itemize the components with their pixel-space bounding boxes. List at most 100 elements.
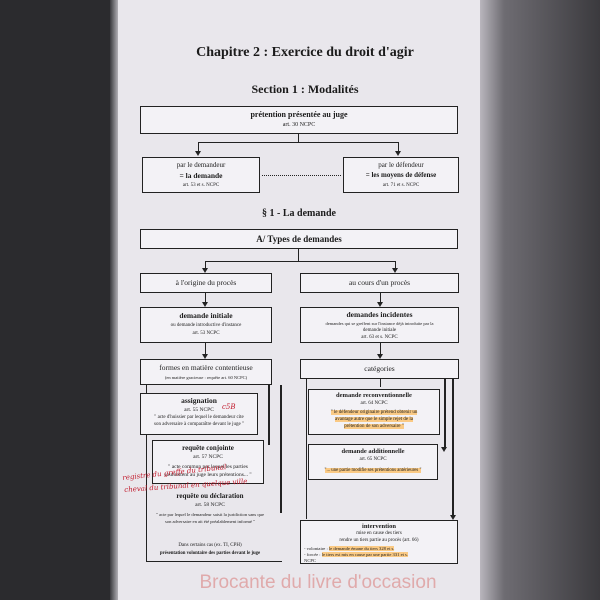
connector bbox=[380, 343, 381, 355]
arrow-icon bbox=[202, 268, 208, 273]
box-reconventionnelle: demande reconventionnelle art. 64 NCPC "… bbox=[308, 389, 440, 435]
assignation-desc1: " acte d'huissier par lequel le demandeu… bbox=[154, 415, 244, 420]
dotted-link bbox=[262, 175, 341, 176]
box-types-demandes: A/ Types de demandes bbox=[140, 229, 458, 249]
reconv-desc3: prétention de son adversaire " bbox=[309, 424, 439, 429]
incidentes-title: demandes incidentes bbox=[346, 310, 413, 319]
additionnelle-title: demande additionnelle bbox=[341, 448, 405, 455]
types-demandes-title: A/ Types de demandes bbox=[256, 234, 342, 244]
box-presentation-volontaire: Dans certains cas (ex. TI, CPH) présenta… bbox=[140, 541, 280, 563]
arrow-icon bbox=[377, 354, 383, 359]
margin-note: c5B bbox=[222, 403, 236, 411]
connector bbox=[452, 379, 454, 517]
defendeur-line2: = les moyens de défense bbox=[365, 171, 437, 179]
demandeur-ref: art. 53 et s. NCPC bbox=[182, 183, 220, 188]
forcee-label: - forcée : bbox=[304, 552, 321, 557]
incidentes-desc2: demande initiale bbox=[362, 328, 397, 333]
connector bbox=[198, 142, 199, 152]
defendeur-ref: art. 71 et s. NCPC bbox=[382, 183, 420, 188]
connector bbox=[380, 379, 381, 387]
box-additionnelle: demande additionnelle art. 65 NCPC "... … bbox=[308, 444, 438, 480]
connector bbox=[205, 293, 206, 303]
box-defendeur: par le défendeur = les moyens de défense… bbox=[343, 157, 459, 193]
book-page bbox=[118, 0, 480, 600]
initiale-desc: ou demande introductive d'instance bbox=[170, 323, 242, 328]
connector bbox=[395, 261, 396, 269]
requete-desc2: soumettent au juge leurs prétentions... … bbox=[164, 472, 252, 478]
initiale-ref: art. 53 NCPC bbox=[192, 331, 220, 336]
paragraph-title: § 1 - La demande bbox=[262, 208, 336, 219]
reconv-desc3-highlight: prétention de son adversaire " bbox=[344, 424, 404, 429]
box-categories: catégories bbox=[300, 359, 459, 379]
initiale-title: demande initiale bbox=[179, 311, 233, 320]
declaration-ref: art. 58 NCPC bbox=[195, 502, 225, 508]
arrow-icon bbox=[441, 447, 447, 452]
watermark: Brocante du livre d'occasion bbox=[199, 572, 437, 593]
connector bbox=[380, 293, 381, 303]
connector bbox=[306, 379, 307, 519]
reconv-ref: art. 64 NCPC bbox=[360, 401, 388, 406]
box-initiale: demande initiale ou demande introductive… bbox=[140, 307, 272, 343]
declaration-title: requête ou déclaration bbox=[176, 492, 244, 500]
section-title: Section 1 : Modalités bbox=[251, 82, 359, 96]
arrow-icon bbox=[450, 515, 456, 520]
presentation-line1: Dans certains cas (ex. TI, CPH) bbox=[178, 543, 242, 548]
incidentes-desc1: demandes qui se greffent sur l'instance … bbox=[325, 321, 434, 326]
pretention-title: prétention présentée au juge bbox=[250, 110, 348, 119]
additionnelle-desc: "... une partie modifie ses prétentions … bbox=[309, 468, 437, 473]
reconv-desc2-highlight: avantage autre que le simple rejet de la bbox=[335, 417, 413, 422]
reconv-desc1-highlight: " le défendeur originaire prétend obteni… bbox=[330, 410, 418, 415]
requete-ref: art. 57 NCPC bbox=[193, 454, 223, 460]
arrow-icon bbox=[202, 302, 208, 307]
box-declaration: requête ou déclaration art. 58 NCPC " ac… bbox=[140, 490, 280, 538]
intervention-desc2: rendre un tiers partie au procès (art. 6… bbox=[339, 538, 419, 543]
formes-desc: (en matière gracieuse : requête art. 60 … bbox=[164, 375, 248, 380]
defendeur-line1: par le défendeur bbox=[378, 161, 424, 169]
cours-label: au cours d'un procès bbox=[348, 278, 411, 287]
volontaire-label: - volontaire : bbox=[304, 546, 328, 551]
declaration-desc1: " acte par lequel le demandeur saisit la… bbox=[155, 512, 264, 517]
connector bbox=[205, 343, 206, 355]
connector bbox=[146, 385, 147, 561]
requete-desc1: " acte commun par lequel les parties bbox=[168, 464, 248, 470]
book-spine bbox=[110, 0, 120, 600]
assignation-desc2: son adversaire à comparaître devant le j… bbox=[154, 422, 244, 427]
categories-label: catégories bbox=[364, 364, 395, 373]
forcee-text: le tiers est mis en cause par une partie… bbox=[321, 552, 408, 557]
box-cours: au cours d'un procès bbox=[300, 273, 459, 293]
connector bbox=[298, 249, 299, 261]
intervention-volontaire: - volontaire : le demande émane du tiers… bbox=[304, 546, 395, 551]
volontaire-text: le demande émane du tiers 328 et s. bbox=[328, 546, 395, 551]
connector bbox=[298, 134, 299, 142]
demandeur-line1: par le demandeur bbox=[176, 161, 226, 169]
arrow-icon bbox=[202, 354, 208, 359]
declaration-desc2: son adversaire en ait été préalablement … bbox=[164, 519, 255, 524]
page-edges bbox=[480, 0, 600, 600]
box-demandeur: par le demandeur = la demande art. 53 et… bbox=[142, 157, 260, 193]
reconv-desc2: avantage autre que le simple rejet de la bbox=[309, 417, 439, 422]
connector bbox=[205, 261, 206, 269]
additionnelle-desc-highlight: "... une partie modifie ses prétentions … bbox=[324, 468, 422, 473]
requete-title: requête conjointe bbox=[182, 444, 234, 452]
box-intervention: intervention mise en cause des tiers ren… bbox=[300, 520, 458, 564]
pretention-ref: art. 30 NCPC bbox=[282, 122, 316, 128]
connector bbox=[444, 379, 446, 449]
box-incidentes: demandes incidentes demandes qui se gref… bbox=[300, 307, 459, 343]
incidentes-ref: art. 63 et s. NCPC bbox=[361, 335, 398, 340]
presentation-line2: présentation volontaire des parties deva… bbox=[159, 551, 261, 556]
additionnelle-ref: art. 65 NCPC bbox=[359, 457, 387, 462]
box-assignation: assignation art. 55 NCPC " acte d'huissi… bbox=[140, 393, 258, 435]
intervention-desc1: mise en cause des tiers bbox=[356, 531, 402, 536]
arrow-icon bbox=[392, 268, 398, 273]
arrow-icon bbox=[195, 151, 201, 156]
box-requete-conjointe: requête conjointe art. 57 NCPC " acte co… bbox=[152, 440, 264, 484]
origine-label: à l'origine du procès bbox=[175, 278, 237, 287]
reconv-desc1: " le défendeur originaire prétend obteni… bbox=[309, 410, 439, 415]
connector bbox=[205, 261, 395, 262]
assignation-title: assignation bbox=[181, 396, 217, 405]
formes-title: formes en matière contentieuse bbox=[159, 363, 253, 372]
intervention-ref: NCPC bbox=[304, 558, 317, 563]
box-origine: à l'origine du procès bbox=[140, 273, 272, 293]
intervention-title: intervention bbox=[362, 523, 396, 530]
arrow-icon bbox=[377, 302, 383, 307]
